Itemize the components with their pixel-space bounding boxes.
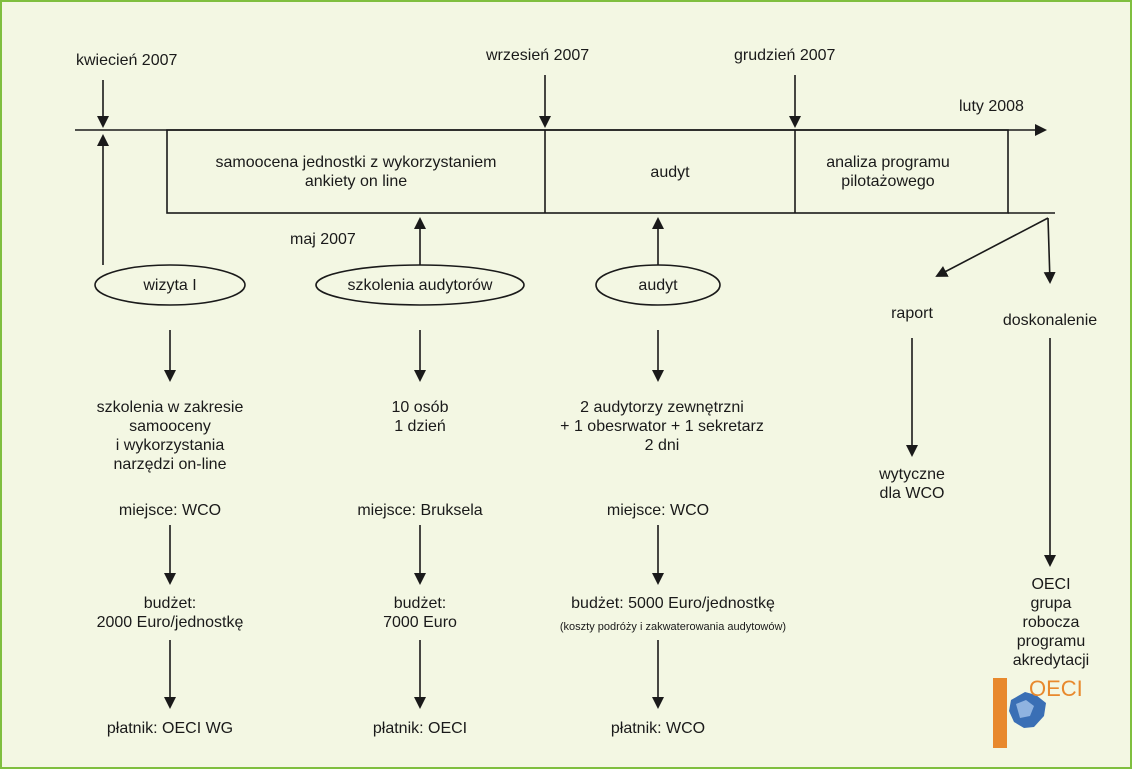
- col3-description: 2 audytorzy zewnętrzni + 1 obesrwator + …: [560, 399, 764, 454]
- col1-place: miejsce: WCO: [118, 502, 222, 519]
- col2-description: 10 osób 1 dzień: [391, 399, 449, 435]
- date-sep: wrzesień 2007: [486, 47, 590, 64]
- arrow-to-doskonalenie: [1043, 217, 1056, 284]
- col3-place: miejsce: WCO: [606, 502, 710, 519]
- oeci-logo: OECI: [1029, 676, 1083, 701]
- event-visit: wizyta I: [143, 277, 197, 294]
- col2-budget: budżet: 7000 Euro: [383, 595, 457, 631]
- date-feb: luty 2008: [959, 98, 1024, 115]
- ellipse-e2: [315, 264, 525, 306]
- output-raport: raport: [891, 305, 933, 322]
- ellipse-e1: [94, 264, 246, 306]
- date-dec: grudzień 2007: [734, 47, 836, 64]
- event-auditor-training: szkolenia audytorów: [347, 277, 493, 294]
- oeci-logo-orange-bar: [993, 678, 1007, 748]
- col1-description: szkolenia w zakresie samooceny i wykorzy…: [96, 399, 244, 473]
- col3-budget: budżet: 5000 Euro/jednostkę: [571, 595, 775, 612]
- phase-audit: audyt: [650, 164, 690, 181]
- output-oeci-group: OECI grupa robocza programu akredytacji: [1012, 576, 1090, 669]
- col1-payer: płatnik: OECI WG: [106, 720, 234, 737]
- event-audit: audyt: [638, 277, 678, 294]
- output-improvement: doskonalenie: [1002, 312, 1098, 329]
- col2-place: miejsce: Bruksela: [357, 502, 483, 519]
- phase-self-assessment: samoocena jednostki z wykorzystaniem ank…: [215, 154, 497, 190]
- col3-budget-note: (koszty podróży i zakwaterowania audytow…: [559, 621, 787, 633]
- col3-payer: płatnik: WCO: [610, 720, 706, 737]
- phase-box: [166, 129, 1009, 214]
- ellipse-e3: [595, 264, 721, 306]
- arrow-to-raport: [935, 217, 1049, 277]
- col2-payer: płatnik: OECI: [372, 720, 468, 737]
- phase-analysis: analiza programu pilotażowego: [826, 154, 950, 190]
- output-guidelines: wytyczne dla WCO: [879, 466, 945, 502]
- col1-budget: budżet: 2000 Euro/jednostkę: [96, 595, 244, 631]
- date-apr: kwiecień 2007: [76, 52, 178, 69]
- oeci-logo-europe-icon: [1009, 692, 1046, 728]
- date-may: maj 2007: [290, 231, 356, 248]
